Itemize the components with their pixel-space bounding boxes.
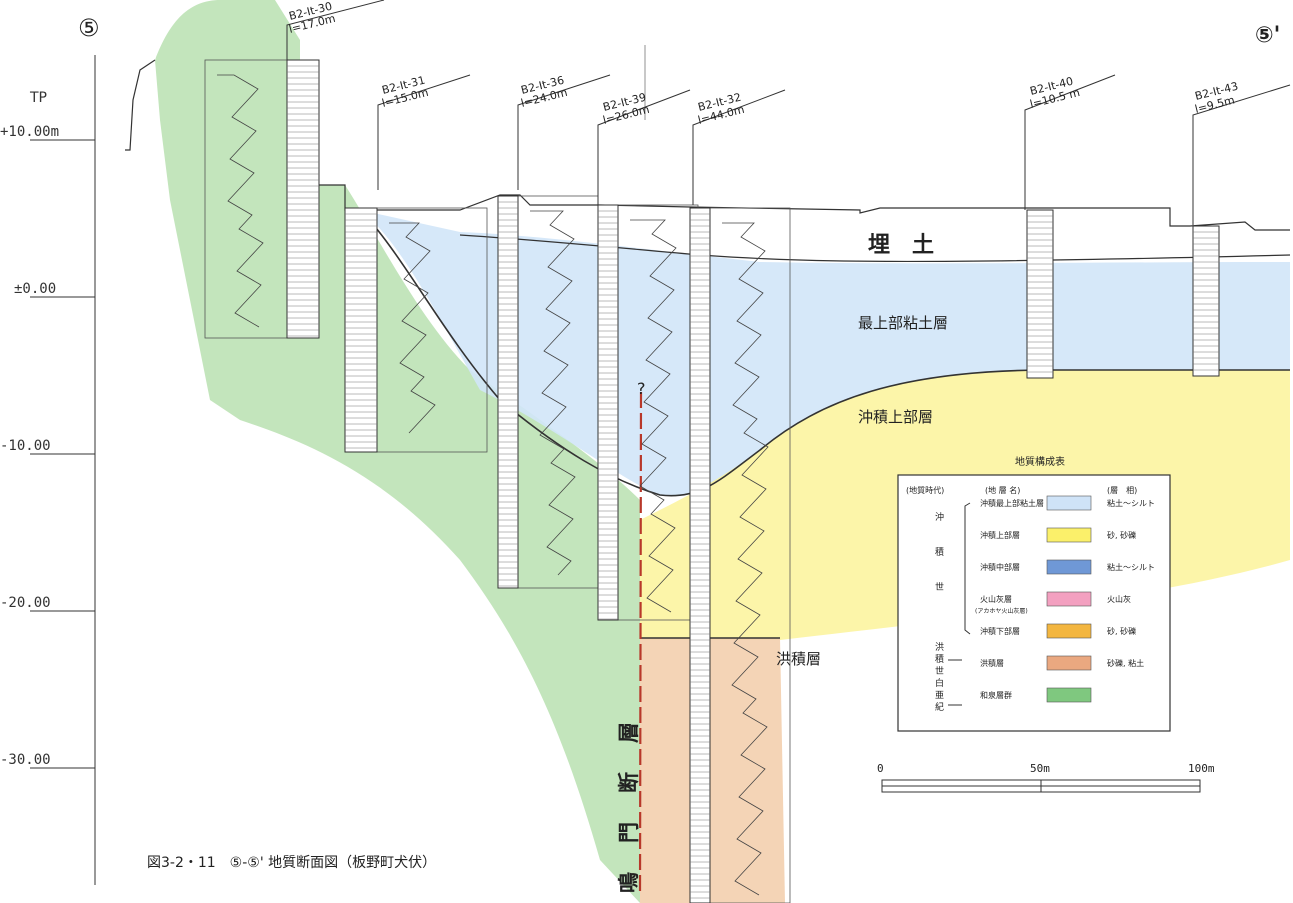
legend-row-5: 沖積下部層 砂, 砂礫	[980, 623, 1136, 639]
legend-swatch	[1046, 559, 1092, 575]
fault-query-label: ?	[637, 379, 646, 398]
section-start-mark: ⑤	[78, 14, 100, 42]
scale-tick-0: 0	[877, 762, 884, 775]
scale-tick-100: 100m	[1188, 762, 1215, 775]
core-column	[1192, 225, 1220, 377]
legend-era-cretaceous-char: 紀	[935, 701, 944, 713]
legend-row-name: 沖積中部層	[980, 562, 1020, 572]
legend-box	[897, 474, 1171, 732]
n-value-trace	[389, 222, 436, 434]
elevation-label-2: ±0.00	[14, 281, 56, 297]
bedrock-izumi-area	[155, 0, 640, 903]
borehole-column-5	[689, 207, 791, 903]
legend-swatch	[1046, 591, 1092, 607]
legend-row-name: 沖積下部層	[980, 626, 1020, 636]
legend-row-name: 沖積上部層	[980, 530, 1020, 540]
borehole-leader-2	[377, 74, 471, 190]
legend-row-name: 沖積最上部粘土層	[980, 498, 1044, 508]
legend-era-alluvial-char: 積	[935, 546, 944, 558]
n-value-trace	[217, 74, 264, 328]
core-column	[286, 59, 320, 339]
legend-swatch	[1046, 527, 1092, 543]
legend-alluvial-bracket	[964, 502, 971, 635]
borehole-leader-3	[517, 74, 611, 190]
legend-era-diluvial-char: 世	[935, 665, 944, 677]
borehole-leader-5	[692, 89, 786, 205]
legend-row-facies: 砂, 砂礫	[1107, 530, 1136, 540]
borehole-column-7	[1192, 225, 1220, 377]
legend-era-cretaceous-char: 亜	[935, 690, 944, 701]
borehole-column-6	[1026, 209, 1054, 379]
legend-rows: 沖積最上部粘土層粘土～シルト沖積上部層砂, 砂礫沖積中部層粘土～シルト火山灰層(…	[975, 495, 1155, 703]
figure-caption: 図3-2・11 ⑤-⑤' 地質断面図（板野町犬伏）	[147, 855, 436, 871]
legend-row-2: 沖積上部層 砂, 砂礫	[980, 527, 1136, 543]
axis-title: TP	[29, 90, 47, 106]
borehole-leader-4	[597, 89, 691, 205]
section-end-mark: ⑤'	[1255, 23, 1280, 48]
legend: 地質構成表 (地質時代) (地 層 名) (層 相) 沖積最上部粘土層粘土～シル…	[897, 455, 1171, 732]
elevation-label-1: +10.00m	[0, 124, 59, 140]
scale-bar: 0 50m 100m	[877, 762, 1215, 793]
elevation-label-4: -20.00	[0, 595, 51, 611]
fill-label: 埋 土	[868, 233, 934, 258]
n-value-trace	[722, 222, 769, 896]
borehole-leader-6	[1024, 74, 1116, 210]
clay-base-line	[359, 209, 1290, 497]
top-clay-area	[360, 210, 1290, 496]
diluvium-label: 洪積層	[776, 650, 821, 668]
top-clay-label: 最上部粘土層	[858, 314, 948, 332]
legend-era-diluvial-char: 洪	[935, 641, 944, 653]
fault-name-label: 鳴 門 断 層	[617, 718, 641, 893]
core-column	[597, 204, 619, 621]
legend-era-alluvial-char: 世	[935, 581, 944, 593]
legend-era-cretaceous-char: 白	[935, 677, 944, 689]
legend-row-1: 沖積最上部粘土層 粘土～シルト	[980, 495, 1155, 511]
legend-row-facies: 粘土～シルト	[1107, 498, 1155, 508]
legend-row-4: 火山灰層 (アカホヤ火山灰層) 火山灰	[975, 591, 1131, 615]
borehole-leader-1	[286, 0, 385, 60]
legend-era-alluvial-char: 沖	[935, 511, 944, 523]
legend-swatch	[1046, 495, 1092, 511]
borehole-column-4	[597, 204, 699, 621]
legend-row-facies: 砂礫, 粘土	[1107, 658, 1144, 668]
legend-header-name: (地 層 名)	[985, 485, 1020, 495]
legend-header-era: (地質時代)	[906, 485, 944, 495]
legend-row-facies: 砂, 砂礫	[1107, 626, 1136, 636]
legend-row-facies: 粘土～シルト	[1107, 562, 1155, 572]
legend-era-diluvial-char: 積	[935, 653, 944, 665]
legend-row-facies: 火山灰	[1107, 594, 1131, 604]
borehole-column-1	[204, 59, 320, 339]
core-column	[497, 195, 519, 589]
borehole-columns	[204, 59, 1220, 903]
legend-title: 地質構成表	[1015, 455, 1065, 468]
borehole-leader-7	[1192, 84, 1291, 225]
legend-row-6: 洪積層 砂礫, 粘土	[980, 655, 1144, 671]
core-column	[344, 207, 378, 453]
elevation-axis: TP +10.00m ±0.00 -10.00 -20.00 -30.00	[0, 55, 96, 885]
n-value-trace	[530, 210, 576, 576]
legend-row-7: 和泉層群	[980, 687, 1092, 703]
upper-alluvium-label: 沖積上部層	[858, 408, 933, 426]
borehole-column-2	[344, 207, 488, 453]
legend-swatch	[1046, 623, 1092, 639]
n-value-trace	[630, 219, 677, 613]
borehole-column-3	[497, 195, 599, 589]
legend-swatch	[1046, 655, 1092, 671]
legend-row-3: 沖積中部層 粘土～シルト	[980, 559, 1155, 575]
scale-tick-50: 50m	[1030, 762, 1050, 775]
elevation-label-5: -30.00	[0, 752, 51, 768]
diluvium-area	[640, 638, 785, 903]
legend-row-name: 火山灰層	[980, 594, 1012, 604]
legend-row-sub: (アカホヤ火山灰層)	[975, 607, 1028, 615]
legend-row-name: 洪積層	[980, 658, 1004, 668]
legend-row-name: 和泉層群	[980, 690, 1012, 700]
legend-swatch	[1046, 687, 1092, 703]
elevation-label-3: -10.00	[0, 438, 51, 454]
core-column	[689, 207, 711, 903]
legend-header-facies: (層 相)	[1107, 485, 1137, 495]
